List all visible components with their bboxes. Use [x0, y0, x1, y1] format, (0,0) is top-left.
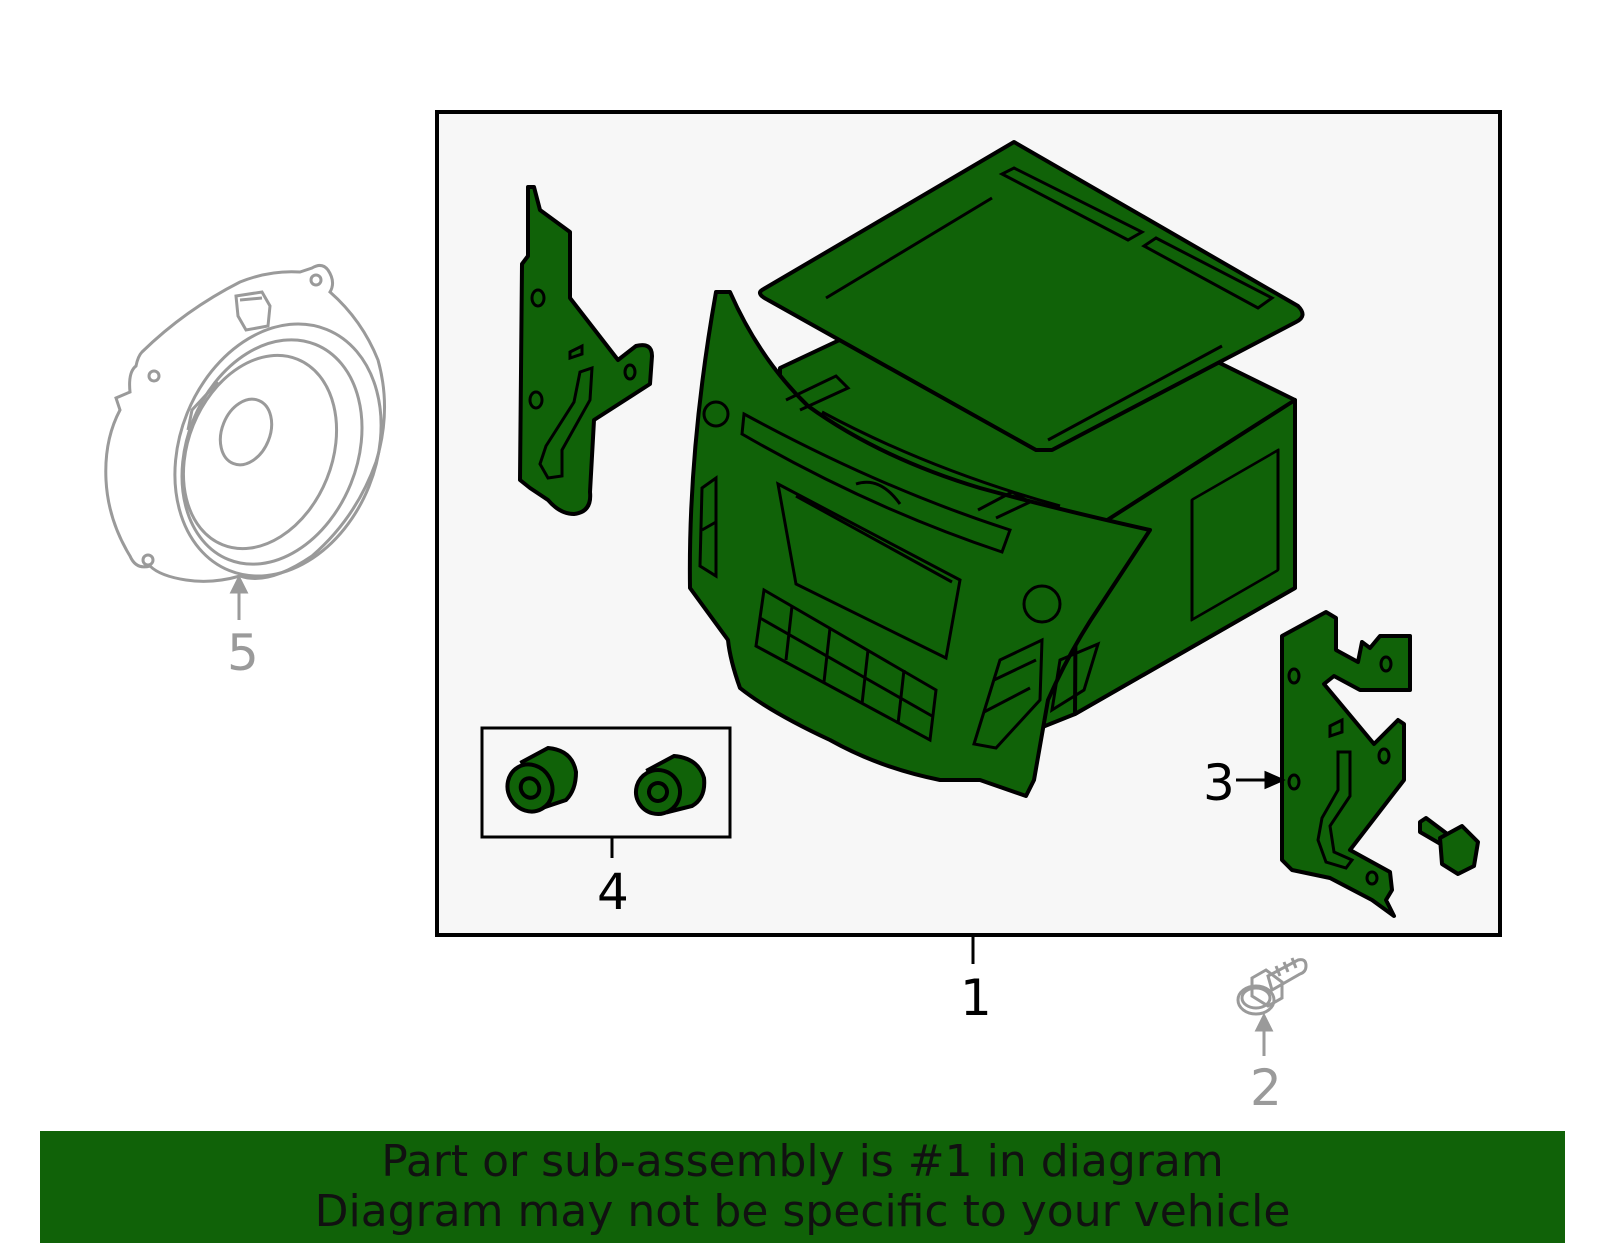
bushing-icon — [505, 745, 579, 814]
right-bracket-details — [1287, 655, 1393, 886]
bushing-icon-2 — [634, 753, 707, 816]
bolt-icon-2 — [1236, 957, 1308, 1016]
banner-line-1: Part or sub-assembly is #1 in diagram — [381, 1136, 1224, 1187]
callout-5-leader — [229, 574, 249, 620]
right-mounting-bracket-icon — [1280, 610, 1412, 918]
bolt-icon — [1418, 816, 1480, 876]
callout-3: 3 — [1203, 754, 1235, 812]
speaker-icon — [104, 263, 387, 583]
callout-4: 4 — [597, 863, 629, 921]
callout-2-leader — [1254, 1012, 1274, 1056]
callout-5: 5 — [227, 624, 259, 682]
callout-2: 2 — [1250, 1059, 1282, 1117]
info-banner: Part or sub-assembly is #1 in diagram Di… — [40, 1131, 1565, 1243]
radio-head-unit-details — [698, 166, 1275, 750]
callout-1: 1 — [960, 969, 992, 1027]
callout-3-leader — [1236, 770, 1286, 790]
left-bracket-details — [528, 288, 637, 480]
banner-line-2: Diagram may not be specific to your vehi… — [314, 1186, 1291, 1237]
